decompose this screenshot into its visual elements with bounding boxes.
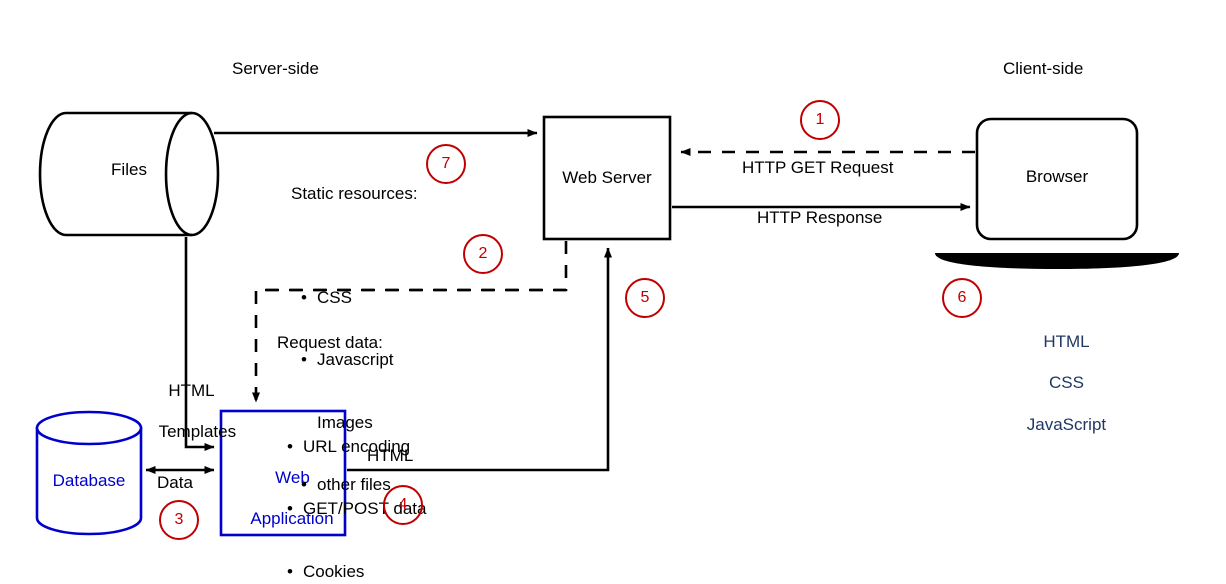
web-server-node-label: Web Server bbox=[562, 168, 652, 187]
request-data-block: Request data: URL encoding GET/POST data… bbox=[277, 292, 426, 584]
database-node-label: Database bbox=[52, 471, 126, 490]
step-marker-6: 6 bbox=[942, 278, 982, 318]
client-stack-html: HTML bbox=[1043, 331, 1090, 351]
static-resources-block: Static resources: CSS Javascript Images … bbox=[291, 143, 418, 578]
step-marker-2: 2 bbox=[463, 234, 503, 274]
step-marker-3: 3 bbox=[159, 500, 199, 540]
static-resources-header: Static resources: bbox=[291, 184, 418, 204]
edge-files-to-webapplication bbox=[184, 237, 215, 451]
server-side-title: Server-side bbox=[232, 59, 319, 78]
html-templates-edge-label: HTML Templates bbox=[140, 360, 236, 464]
static-resources-item: other files bbox=[301, 475, 418, 496]
files-node-shape bbox=[38, 111, 220, 237]
html-templates-line2: Templates bbox=[158, 422, 237, 442]
database-node-shape bbox=[35, 410, 143, 536]
static-resources-item: Images bbox=[317, 412, 373, 432]
static-resources-list: CSS Javascript Images other files bbox=[291, 247, 418, 537]
request-data-item: Cookies bbox=[287, 562, 426, 583]
client-stack-javascript: JavaScript bbox=[1026, 414, 1107, 434]
browser-node-shape bbox=[975, 117, 1139, 241]
step-marker-1: 1 bbox=[800, 100, 840, 140]
static-resources-item: Javascript bbox=[301, 350, 418, 371]
http-response-edge-label: HTTP Response bbox=[757, 208, 883, 227]
request-data-header: Request data: bbox=[277, 333, 383, 353]
files-node-label: Files bbox=[111, 160, 147, 179]
edge-webapplication-to-webserver-html bbox=[347, 247, 612, 472]
client-side-title: Client-side bbox=[1003, 59, 1084, 78]
client-stack-block: HTML CSS JavaScript bbox=[987, 311, 1127, 456]
http-get-request-edge-label: HTTP GET Request bbox=[742, 158, 894, 177]
step-marker-7: 7 bbox=[426, 144, 466, 184]
laptop-base-shape bbox=[935, 253, 1179, 269]
request-data-item: URL encoding bbox=[287, 437, 426, 458]
step-marker-4: 4 bbox=[383, 485, 423, 525]
browser-node-label: Browser bbox=[1025, 167, 1089, 186]
data-edge-label: Data bbox=[157, 473, 193, 492]
static-resources-item: CSS bbox=[301, 288, 418, 309]
step-marker-5: 5 bbox=[625, 278, 665, 318]
client-stack-css: CSS bbox=[1048, 373, 1084, 393]
html-templates-line1: HTML bbox=[168, 380, 215, 400]
html-edge-label: HTML bbox=[367, 446, 414, 465]
web-server-node-shape bbox=[542, 115, 672, 241]
